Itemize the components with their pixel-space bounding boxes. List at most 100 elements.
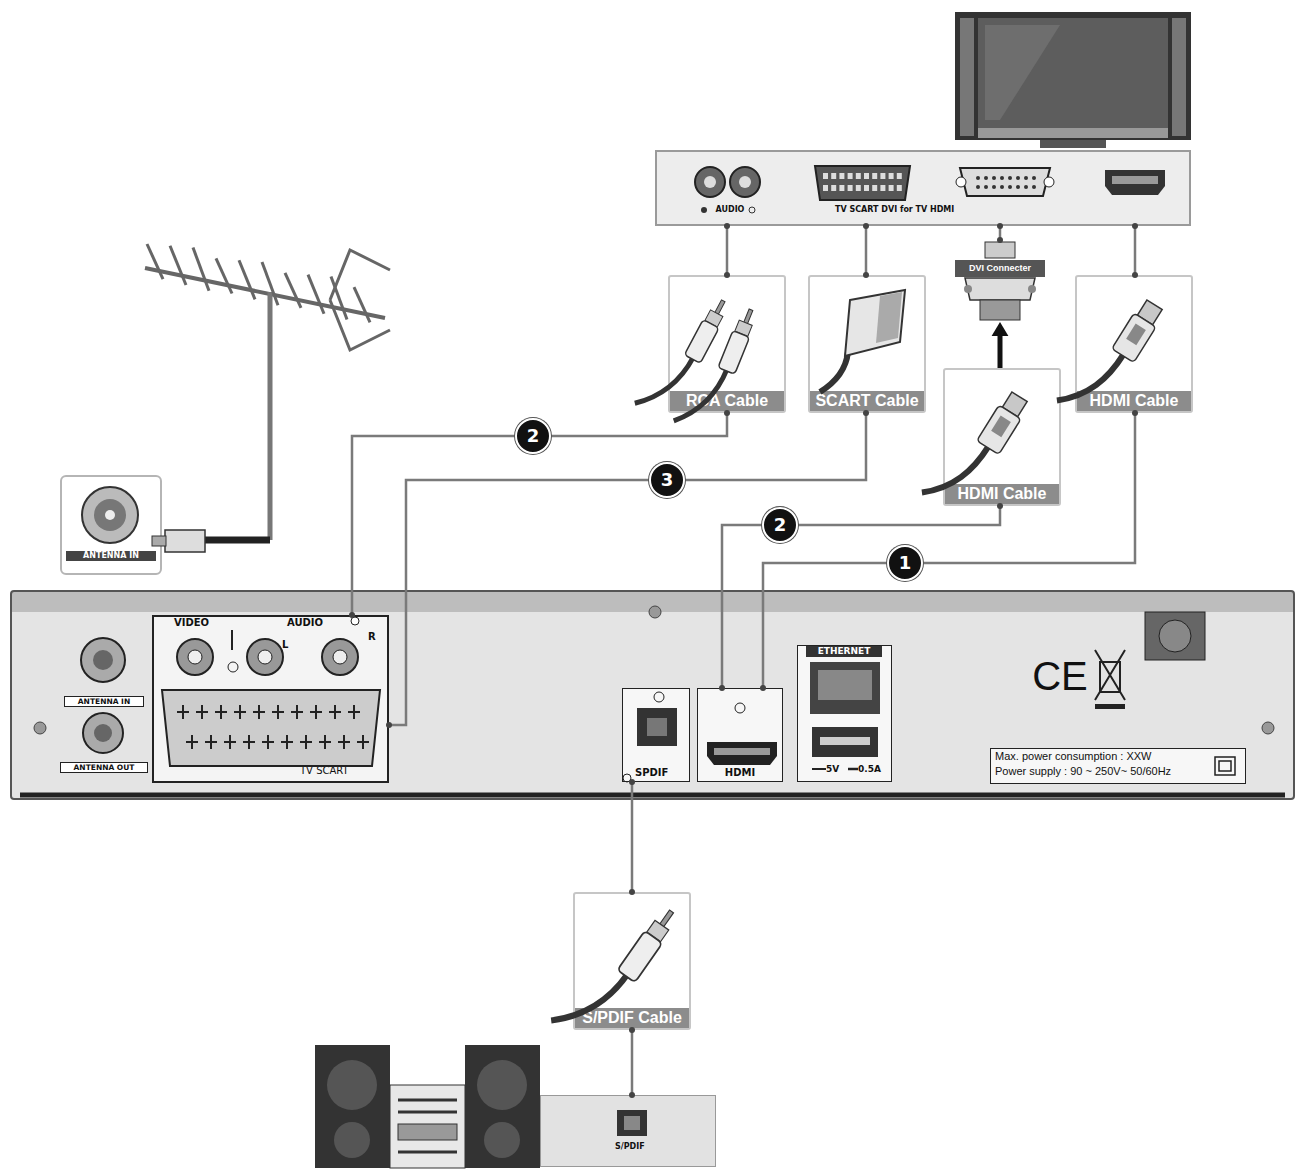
- node-label: L: [282, 639, 294, 651]
- connector-line: [352, 413, 727, 615]
- node-label: HDMI Cable: [945, 484, 1059, 504]
- speakers: [398, 1111, 457, 1114]
- node-label: VIDEO: [174, 617, 220, 629]
- connector-line: [726, 226, 729, 275]
- antenna: [145, 268, 385, 318]
- antenna: [165, 530, 205, 552]
- connector-line: [1134, 226, 1137, 275]
- antenna: [262, 262, 278, 305]
- connector-line: [999, 226, 1002, 240]
- node-label: AUDIO: [287, 617, 337, 629]
- speakers: [484, 1122, 520, 1158]
- antenna: [308, 275, 324, 314]
- speakers: [398, 1124, 457, 1140]
- node-label: 5V: [826, 764, 846, 775]
- speakers: [315, 1045, 390, 1168]
- cable-box: S/PDIF Cable: [573, 892, 691, 1030]
- node-label: Power supply : 90 ~ 250V~ 50/60Hz: [995, 765, 1210, 778]
- tv-input-panel: AUDIO TV SCART DVI for TV HDMI: [655, 150, 1191, 226]
- dvi-connector-drawing: [1028, 285, 1036, 293]
- tv-monitor: [978, 128, 1168, 138]
- tv-monitor: [1040, 140, 1106, 148]
- antenna-inset: ANTENNA IN: [60, 475, 162, 575]
- dvi-connector-drawing: [985, 242, 1015, 258]
- node-label: S/PDIF: [615, 1142, 655, 1152]
- dvi-connector-drawing: [965, 278, 1035, 300]
- tv-monitor: [978, 18, 1168, 128]
- callout-number: 3: [649, 462, 685, 498]
- antenna: [285, 273, 301, 308]
- tv-monitor: [1172, 18, 1186, 136]
- power-rating-box: Max. power consumption : XXW Power supply…: [990, 748, 1246, 784]
- node-label: S/PDIF Cable: [575, 1008, 689, 1028]
- node-label: ANTENNA OUT: [60, 762, 148, 773]
- speakers: [398, 1151, 457, 1154]
- connector-line: [865, 226, 868, 275]
- tv-monitor: [955, 12, 1191, 140]
- cable-box: SCART Cable: [808, 275, 926, 413]
- ethernet-usb-block: ETHERNET 5V 0.5A: [797, 645, 892, 782]
- node-label: SPDIF: [635, 767, 687, 779]
- hdmi-port-block: HDMI: [697, 688, 783, 782]
- antenna: [193, 248, 209, 291]
- speakers: [327, 1060, 377, 1110]
- antenna: [216, 258, 232, 293]
- tv-monitor: [985, 25, 1060, 120]
- antenna: [147, 244, 163, 279]
- callout-number: 2: [515, 418, 551, 454]
- node-label: TV SCART DVI for TV HDMI: [835, 205, 985, 215]
- tv-monitor: [960, 18, 974, 136]
- node-label: R: [368, 631, 380, 643]
- node-label: RCA Cable: [670, 391, 784, 411]
- node-label: CE: [1028, 652, 1092, 700]
- node-label: 0.5A: [858, 764, 888, 775]
- cable-connector: [863, 223, 869, 278]
- antenna: [239, 260, 255, 299]
- cable-connector: [1132, 223, 1138, 278]
- cable-connector: [992, 322, 1009, 368]
- speakers: [390, 1085, 465, 1168]
- antenna: [170, 246, 186, 285]
- antenna: [330, 250, 390, 350]
- connector-line: [998, 332, 1003, 368]
- node-label: DVI Connecter: [955, 260, 1045, 277]
- node-label: AUDIO: [705, 205, 755, 215]
- node-label: Max. power consumption : XXW: [995, 750, 1210, 763]
- spdif-port-block: SPDIF: [622, 688, 690, 782]
- node-label: SCART Cable: [810, 391, 924, 411]
- dvi-connector: DVI Connecter: [958, 240, 1042, 322]
- cable-connector: [724, 223, 730, 278]
- speakers: [398, 1099, 457, 1102]
- antenna: [331, 276, 347, 319]
- dvi-connector-drawing: [964, 242, 1036, 320]
- node-label: ETHERNET: [806, 646, 882, 657]
- dvi-connector-drawing: [964, 285, 972, 293]
- node-label: HDMI: [714, 767, 766, 779]
- stereo-input-panel: S/PDIF: [540, 1095, 716, 1167]
- cable-connector: [349, 410, 730, 618]
- speakers: [477, 1060, 527, 1110]
- antenna: [205, 537, 270, 544]
- node-label: HDMI Cable: [1077, 391, 1191, 411]
- callout-number: 1: [887, 545, 923, 581]
- callout-number: 2: [762, 507, 798, 543]
- cable-connector: [997, 223, 1003, 243]
- cable-connector: [629, 1027, 635, 1098]
- receiver-rear-panel: ANTENNA IN ANTENNA OUT CE VIDEO AUDIO L R TV SC…: [10, 590, 1295, 800]
- connector-line: [631, 1030, 634, 1095]
- connector-dot: [997, 237, 1003, 243]
- speakers: [465, 1045, 540, 1168]
- antenna: [145, 244, 390, 552]
- speakers: [334, 1122, 370, 1158]
- node-label: ANTENNA IN: [66, 551, 156, 561]
- cable-box: HDMI Cable: [943, 368, 1061, 506]
- antenna: [268, 292, 273, 540]
- antenna: [354, 287, 370, 322]
- cable-box: RCA Cable: [668, 275, 786, 413]
- av-output-block: VIDEO AUDIO L R TV SCART: [152, 615, 389, 783]
- tv-monitor: [955, 12, 1191, 148]
- dvi-connector-drawing: [980, 300, 1020, 320]
- node-label: ANTENNA IN: [64, 696, 144, 707]
- node-label: TV SCART: [300, 765, 380, 777]
